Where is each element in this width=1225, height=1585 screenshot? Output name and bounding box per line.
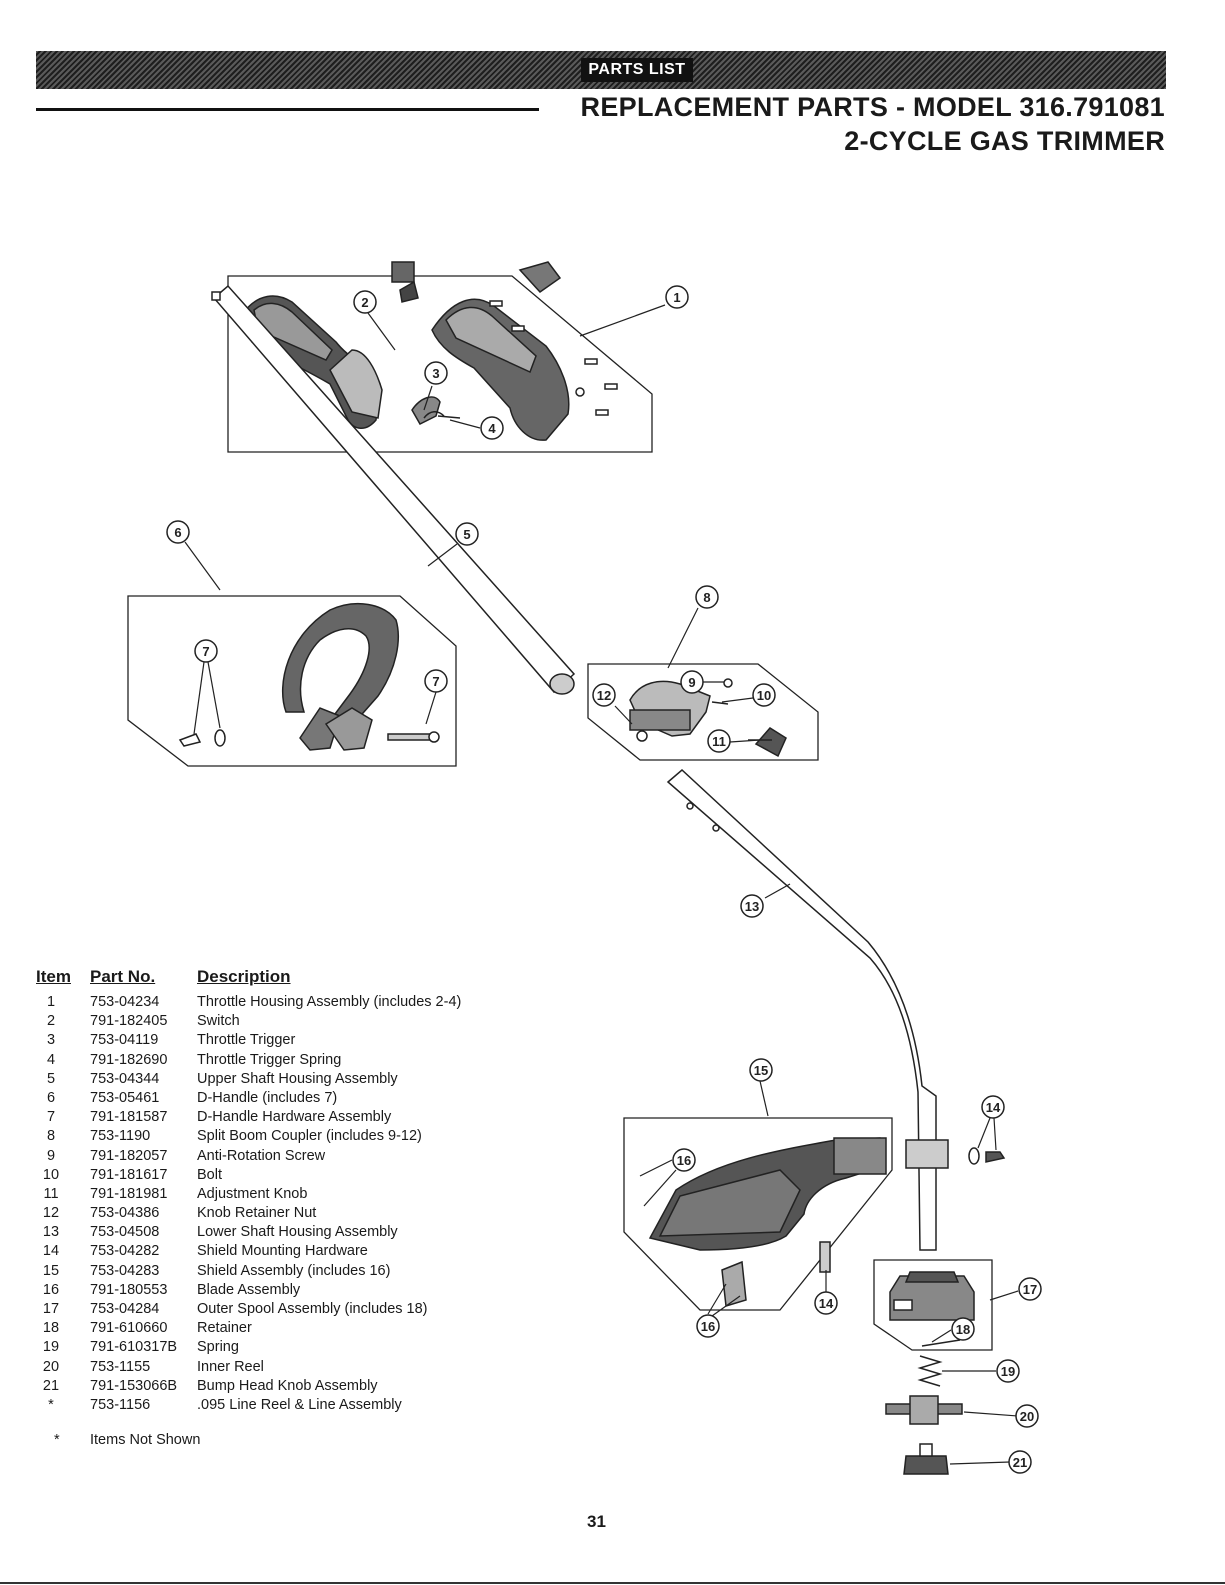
svg-text:6: 6	[174, 525, 181, 540]
note-text: Items Not Shown	[90, 1432, 201, 1448]
svg-text:11: 11	[712, 734, 726, 749]
header-part-no: Part No.	[90, 967, 156, 986]
callout-16b: 16	[696, 1314, 720, 1338]
svg-text:1: 1	[673, 290, 680, 305]
callout-5: 5	[455, 522, 479, 546]
svg-text:5: 5	[463, 527, 470, 542]
callout-21: 21	[1008, 1450, 1032, 1474]
callout-9: 9	[680, 670, 704, 694]
header-description: Description	[197, 967, 291, 986]
parts-list-banner: PARTS LIST	[36, 51, 1166, 89]
callout-1: 1	[665, 285, 689, 309]
callout-18: 18	[951, 1317, 975, 1341]
callout-12: 12	[592, 683, 616, 707]
callout-7b: 7	[424, 669, 448, 693]
page-number: 31	[587, 1512, 606, 1531]
upper-shaft-tube	[211, 284, 576, 695]
callout-14: 14	[981, 1095, 1005, 1119]
callout-leader-lines	[184, 304, 1019, 1465]
boom-coupler-panel	[587, 663, 819, 761]
svg-text:12: 12	[597, 688, 611, 703]
page-subtitle: 2-CYCLE GAS TRIMMER	[844, 126, 1165, 156]
svg-text:21: 21	[1013, 1455, 1027, 1470]
callout-7: 7	[194, 639, 218, 663]
page-title: REPLACEMENT PARTS - MODEL 316.791081	[580, 92, 1165, 122]
callout-11: 11	[707, 729, 731, 753]
svg-text:14: 14	[986, 1100, 1001, 1115]
svg-text:15: 15	[754, 1063, 768, 1078]
note-symbol: *	[54, 1432, 60, 1448]
svg-text:13: 13	[745, 899, 759, 914]
bottom-rule	[0, 1582, 1225, 1584]
svg-text:9: 9	[688, 675, 695, 690]
banner-label: PARTS LIST	[581, 58, 693, 82]
shield-drawing	[648, 1137, 887, 1307]
callout-6: 6	[166, 520, 190, 544]
svg-text:16: 16	[677, 1153, 691, 1168]
throttle-housing-panel	[227, 275, 653, 453]
shield-panel	[623, 1117, 893, 1311]
svg-text:8: 8	[703, 590, 710, 605]
callout-10: 10	[752, 683, 776, 707]
svg-text:20: 20	[1020, 1409, 1034, 1424]
svg-text:17: 17	[1023, 1282, 1037, 1297]
callout-17: 17	[1018, 1277, 1042, 1301]
throttle-housing-drawing	[243, 261, 570, 441]
spool-panel	[873, 1259, 993, 1351]
callout-15: 15	[749, 1058, 773, 1082]
callout-13: 13	[740, 894, 764, 918]
callout-14b: 14	[814, 1291, 838, 1315]
d-handle-panel	[127, 595, 457, 767]
d-handle-drawing	[282, 602, 440, 751]
header-item: Item	[36, 967, 71, 986]
svg-text:14: 14	[819, 1296, 834, 1311]
svg-text:19: 19	[1001, 1364, 1015, 1379]
header-rule	[36, 108, 539, 111]
callout-8: 8	[695, 585, 719, 609]
svg-text:7: 7	[202, 644, 209, 659]
svg-text:18: 18	[956, 1322, 970, 1337]
boom-coupler-drawing	[629, 678, 787, 758]
callout-19: 19	[996, 1359, 1020, 1383]
svg-text:2: 2	[361, 295, 368, 310]
throttle-screws	[423, 300, 618, 419]
shield-clamp	[905, 1139, 1006, 1169]
callout-20: 20	[1015, 1404, 1039, 1428]
svg-text:7: 7	[432, 674, 439, 689]
svg-text:3: 3	[432, 366, 439, 381]
svg-text:10: 10	[757, 688, 771, 703]
svg-text:4: 4	[488, 421, 496, 436]
svg-text:16: 16	[701, 1319, 715, 1334]
lower-shaft-tube	[666, 768, 937, 1251]
callout-3: 3	[424, 361, 448, 385]
callout-16: 16	[672, 1148, 696, 1172]
callout-2: 2	[353, 290, 377, 314]
callout-4: 4	[480, 416, 504, 440]
d-handle-hardware	[178, 729, 226, 747]
spool-head-drawing	[885, 1271, 975, 1475]
